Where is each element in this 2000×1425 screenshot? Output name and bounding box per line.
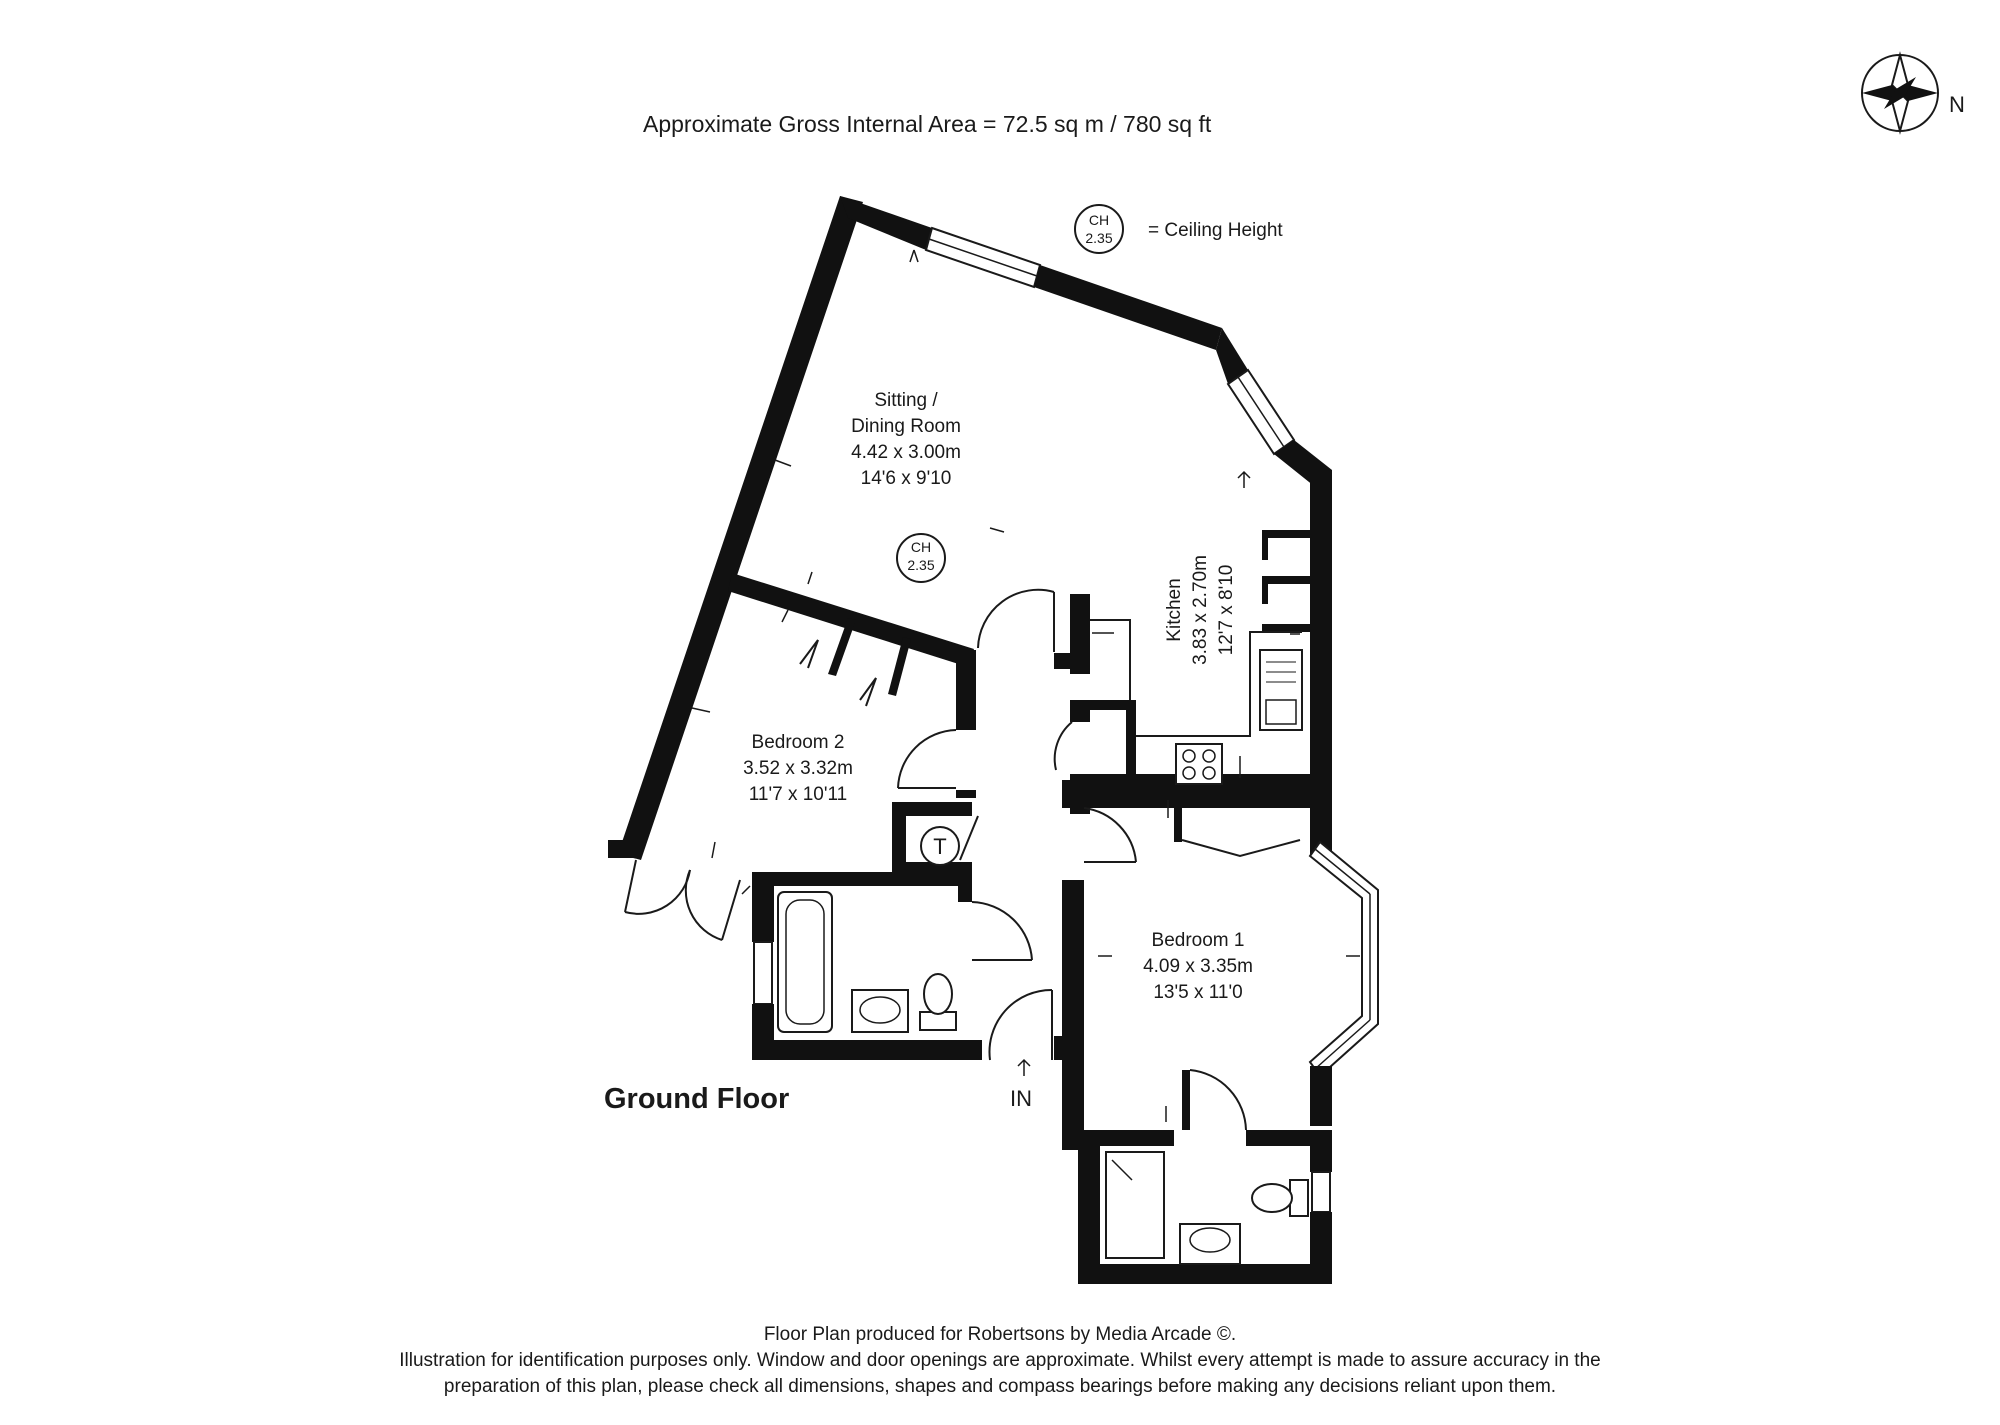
dimension-arrows [691,249,1360,1122]
footer-line-3: preparation of this plan, please check a… [444,1376,1556,1397]
ceiling-height-legend: CH 2.35 = Ceiling Height [1074,204,1283,254]
floor-name: Ground Floor [604,1083,789,1115]
footer-disclaimer: Floor Plan produced for Robertsons by Me… [399,1324,1600,1397]
sitting-metric: 4.42 x 3.00m [851,442,961,463]
legend-ch-circle [1074,204,1124,254]
room-kitchen: Kitchen 3.83 x 2.70m 12'7 x 8'10 [1164,555,1237,665]
room-bedroom-2: Bedroom 2 3.52 x 3.32m 11'7 x 10'11 [743,732,853,805]
bedroom1-imperial: 13'5 x 11'0 [1153,982,1242,1003]
sitting-name-line1: Sitting / [874,390,938,411]
walls [608,196,1379,1284]
tank-label: T [933,834,946,859]
shower-icon [1105,1151,1165,1259]
ensuite-basin-icon [1179,1223,1241,1265]
footer-line-1: Floor Plan produced for Robertsons by Me… [764,1324,1236,1345]
room-bedroom-1: Bedroom 1 4.09 x 3.35m 13'5 x 11'0 [1143,930,1253,1003]
compass-north-label: N [1949,92,1965,117]
hob-icon [1175,743,1223,785]
doors [624,588,1301,1131]
toilet-icon [919,973,957,1031]
kitchen-imperial: 12'7 x 8'10 [1216,565,1237,656]
sitting-imperial: 14'6 x 9'10 [861,468,952,489]
kitchen-metric: 3.83 x 2.70m [1190,555,1211,665]
sink-icon [1259,649,1303,731]
tank-icon [920,826,960,866]
legend-ch-abbrev: CH [1089,212,1109,228]
entrance-label: IN [1010,1086,1032,1111]
bedroom1-metric: 4.09 x 3.35m [1143,956,1253,977]
sitting-ch-value: 2.35 [907,557,934,573]
legend-ch-text: = Ceiling Height [1148,220,1283,241]
legend-ch-value: 2.35 [1085,230,1112,246]
bedroom2-imperial: 11'7 x 10'11 [749,784,847,805]
kitchen-name: Kitchen [1164,578,1185,641]
bedroom1-name: Bedroom 1 [1152,930,1245,951]
compass-icon [1861,51,1939,135]
ensuite-toilet-icon [1251,1179,1309,1217]
sitting-ch-circle [896,533,946,583]
sitting-name-line2: Dining Room [851,416,961,437]
bedroom2-metric: 3.52 x 3.32m [743,758,853,779]
footer-line-2: Illustration for identification purposes… [399,1350,1600,1371]
room-sitting-dining: Sitting / Dining Room 4.42 x 3.00m 14'6 … [851,390,961,583]
sitting-ch-abbrev: CH [911,539,931,555]
bedroom2-name: Bedroom 2 [752,732,845,753]
gross-area-text: Approximate Gross Internal Area = 72.5 s… [643,111,1212,137]
fixtures: T [777,649,1309,1265]
